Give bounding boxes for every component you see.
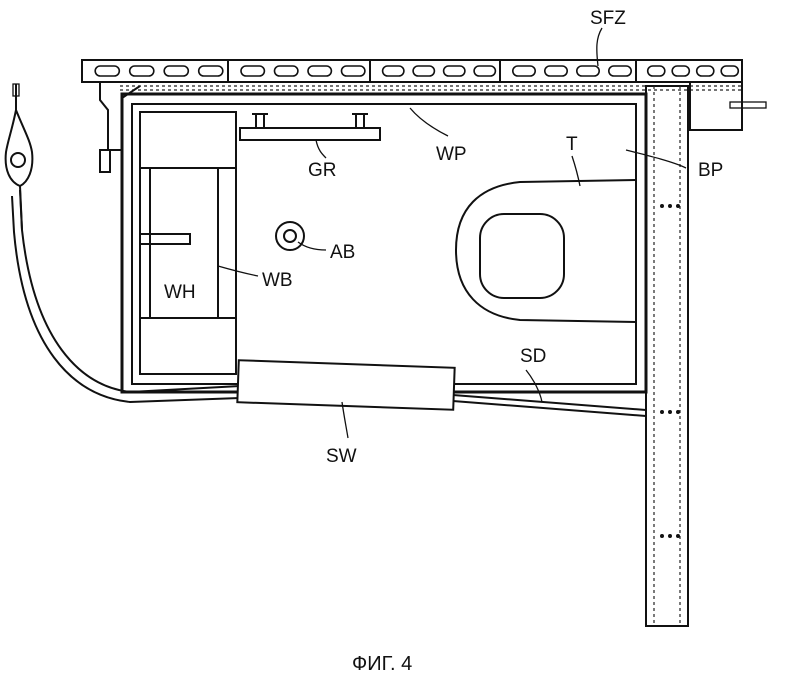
rail-slot	[94, 65, 121, 77]
rail-fastener	[676, 204, 680, 208]
label-wh: WH	[164, 282, 196, 303]
rail-slot	[511, 65, 536, 77]
rail-slot	[442, 65, 466, 77]
rail-slot	[240, 65, 266, 77]
rail-slot	[543, 65, 568, 77]
label-ab: AB	[330, 242, 355, 263]
toilet	[454, 179, 637, 323]
rail-slot	[646, 65, 666, 77]
grab-rail	[239, 113, 381, 141]
washbasin-area	[139, 111, 237, 375]
label-bp: BP	[698, 160, 723, 181]
rail-slot	[273, 65, 299, 77]
label-gr: GR	[308, 160, 337, 181]
rail-fastener	[668, 534, 672, 538]
label-t: T	[566, 134, 578, 155]
rail-slots	[94, 65, 740, 77]
rail-fastener	[668, 410, 672, 414]
drain	[275, 221, 305, 251]
rail-slot	[720, 65, 740, 77]
rail-slot	[671, 65, 691, 77]
rail-fastener	[660, 534, 664, 538]
labels: SFZ WP GR T BP AB WH WB SD SW ФИГ. 4	[164, 8, 723, 675]
leader-lines	[217, 27, 687, 439]
label-sd: SD	[520, 346, 546, 367]
label-wp: WP	[436, 144, 467, 165]
rail-fastener	[676, 534, 680, 538]
rail-slot	[307, 65, 333, 77]
rail-slot	[412, 65, 436, 77]
figure-caption: ФИГ. 4	[352, 653, 412, 675]
rail-fasteners	[660, 204, 680, 538]
hose-end	[4, 83, 34, 231]
waste-pipe	[11, 189, 647, 417]
rail-slot	[340, 65, 366, 77]
floor-rail-vertical	[645, 85, 689, 627]
rail-slot	[128, 65, 155, 77]
rail-slot	[607, 65, 632, 77]
rail-fastener	[668, 204, 672, 208]
label-sw: SW	[326, 446, 357, 467]
rail-slot	[381, 65, 405, 77]
rail-fastener	[676, 410, 680, 414]
label-wb: WB	[262, 270, 293, 291]
label-sfz: SFZ	[590, 8, 626, 29]
rail-slot	[197, 65, 224, 77]
seat-rail	[81, 59, 767, 131]
rail-slot	[575, 65, 600, 77]
rail-slot	[473, 65, 497, 77]
rail-fastener	[660, 410, 664, 414]
rail-slot	[163, 65, 190, 77]
rail-fastener	[660, 204, 664, 208]
rail-slot	[695, 65, 715, 77]
